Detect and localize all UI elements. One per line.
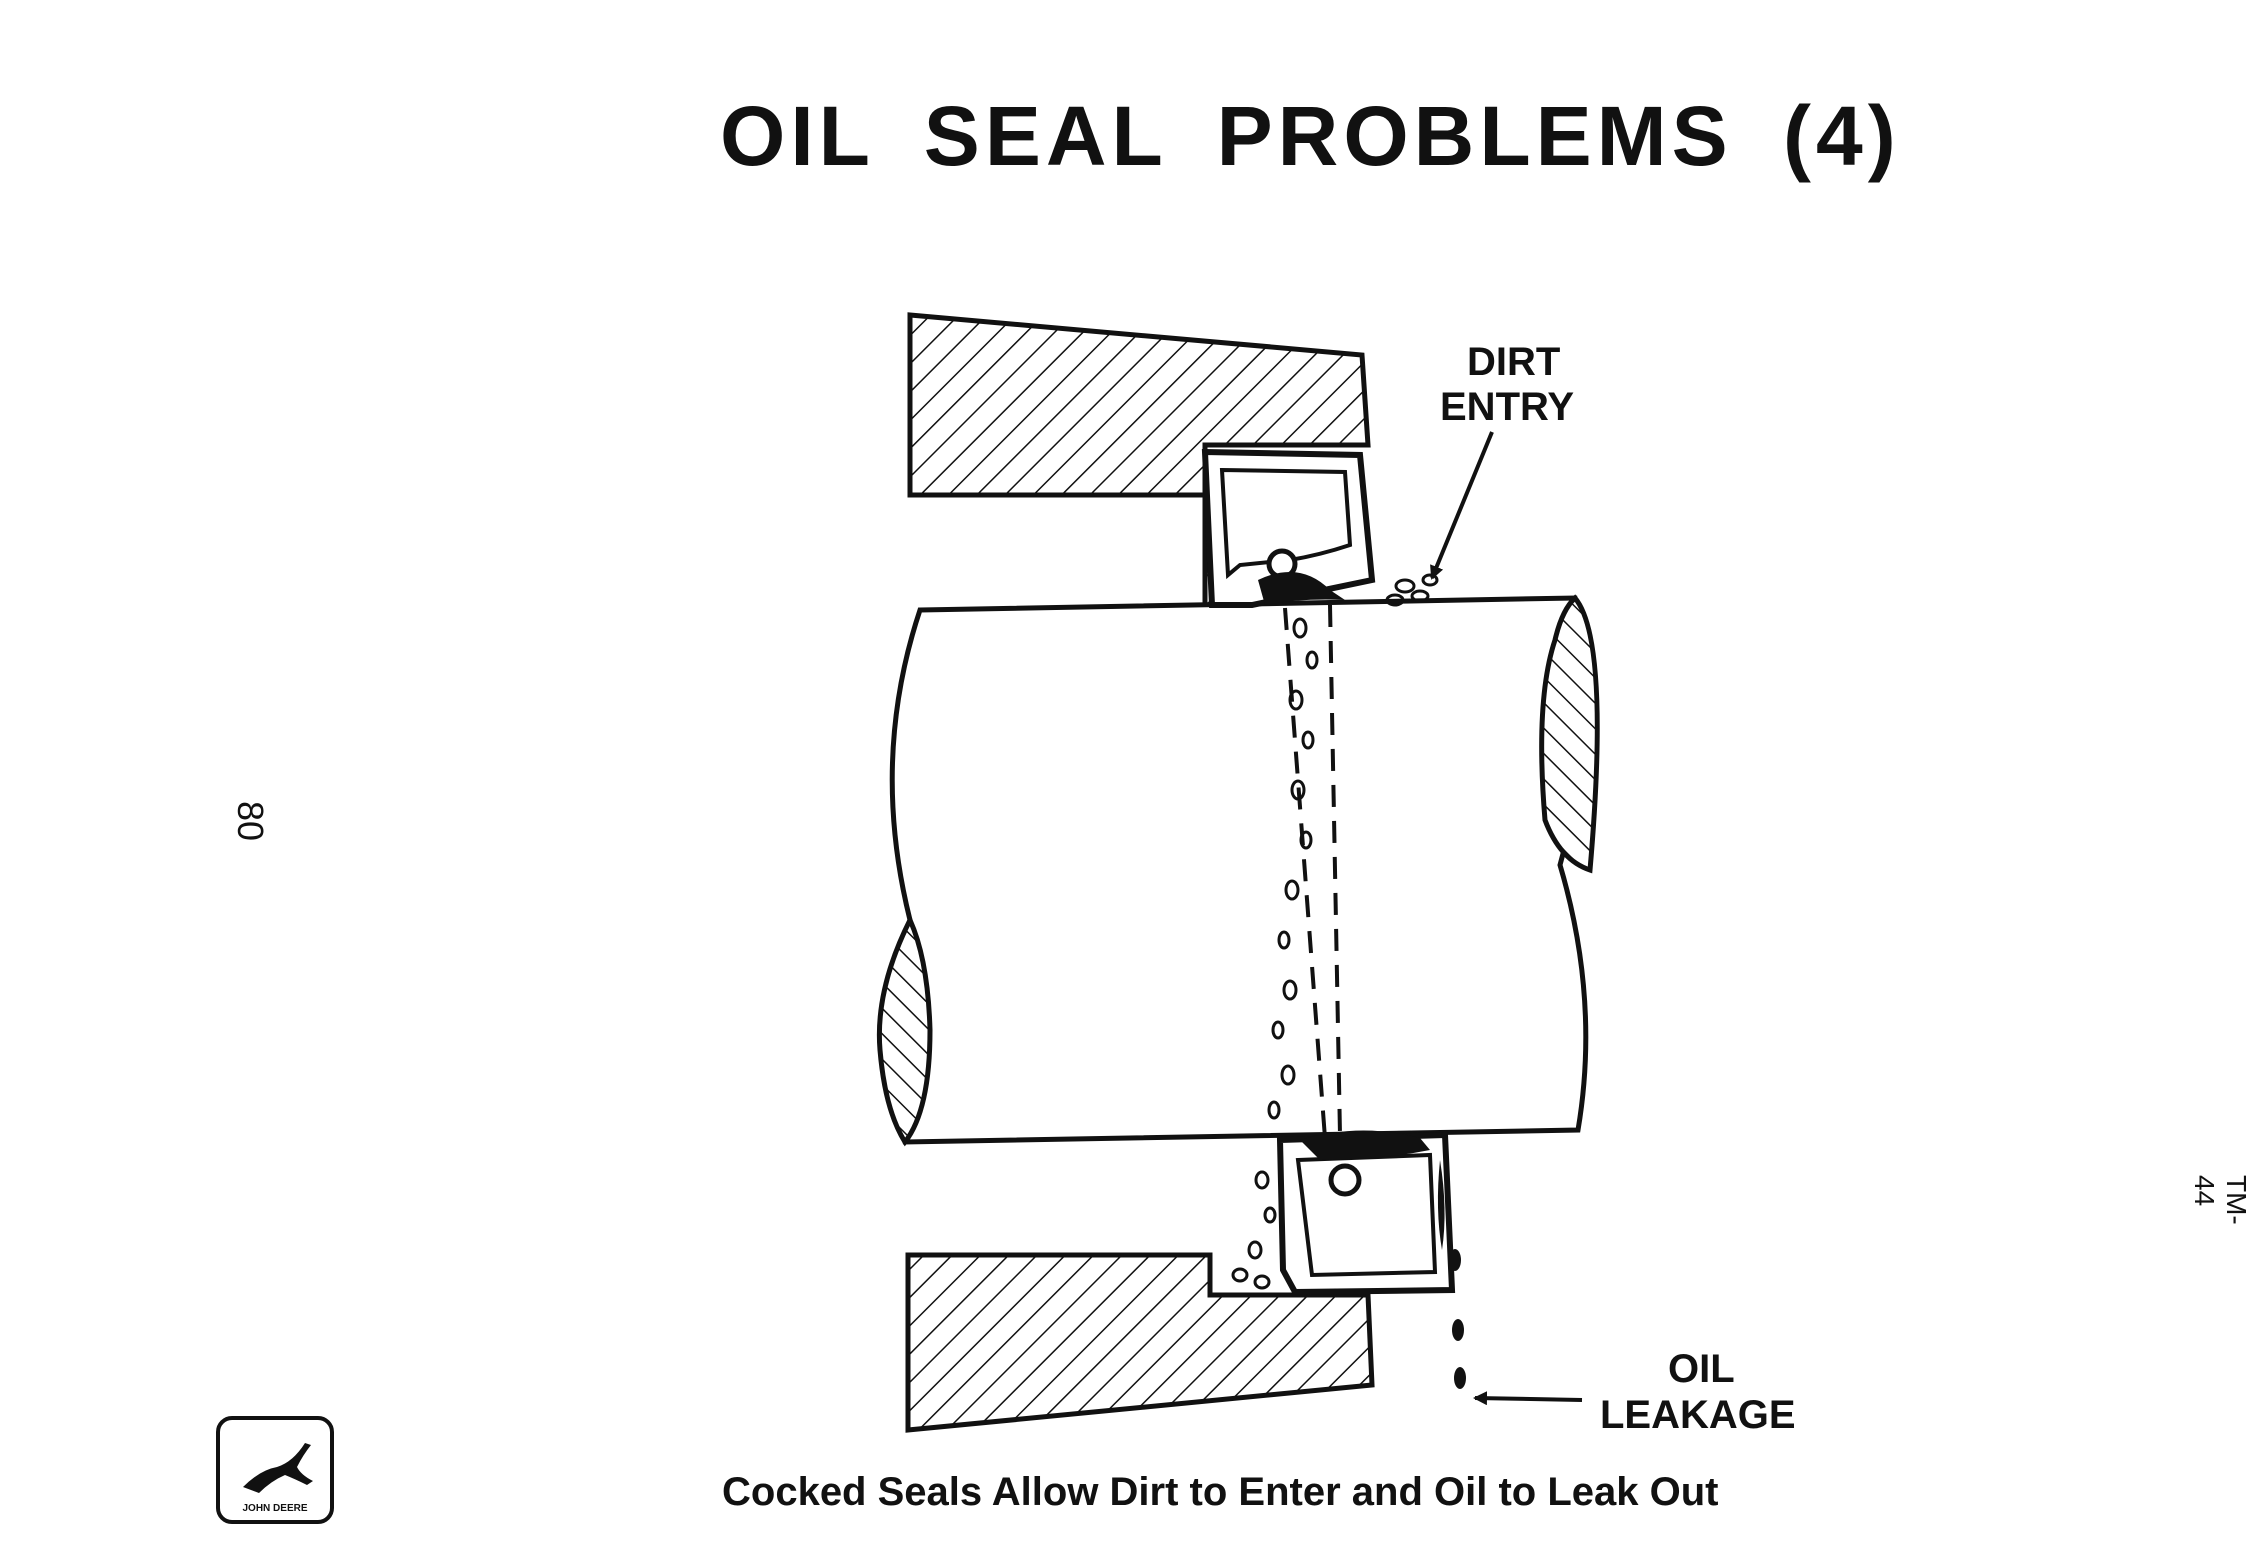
seal-trace-right: [1328, 604, 1342, 1136]
garter-spring-lower: [1328, 1163, 1362, 1197]
page-title: OIL SEAL PROBLEMS (4): [720, 89, 1901, 183]
dirt-particles: [1231, 573, 1439, 1290]
oil-leakage-arrow: [1473, 1391, 1583, 1406]
housing-lower: [905, 1252, 1375, 1433]
shaft-cut-left: [876, 914, 933, 1147]
shaft-cut-right: [1539, 594, 1600, 874]
leaping-deer-icon: [243, 1443, 313, 1493]
oil-drips: [1437, 1160, 1466, 1389]
dirt-entry-arrow: [1430, 431, 1494, 580]
seal-lower-case: [1276, 1131, 1456, 1296]
dirt-entry-label-line1: DIRT: [1467, 340, 1560, 384]
figure-caption: Cocked Seals Allow Dirt to Enter and Oil…: [722, 1470, 1719, 1514]
shaft: [889, 595, 1589, 1145]
logo-text: JOHN DEERE: [242, 1503, 307, 1514]
oil-leakage-label-line1: OIL: [1668, 1347, 1735, 1391]
oil-leakage-label-line2: LEAKAGE: [1600, 1393, 1796, 1437]
dirt-entry-label-line2: ENTRY: [1440, 385, 1574, 429]
john-deere-logo: JOHN DEERE: [216, 1416, 334, 1524]
